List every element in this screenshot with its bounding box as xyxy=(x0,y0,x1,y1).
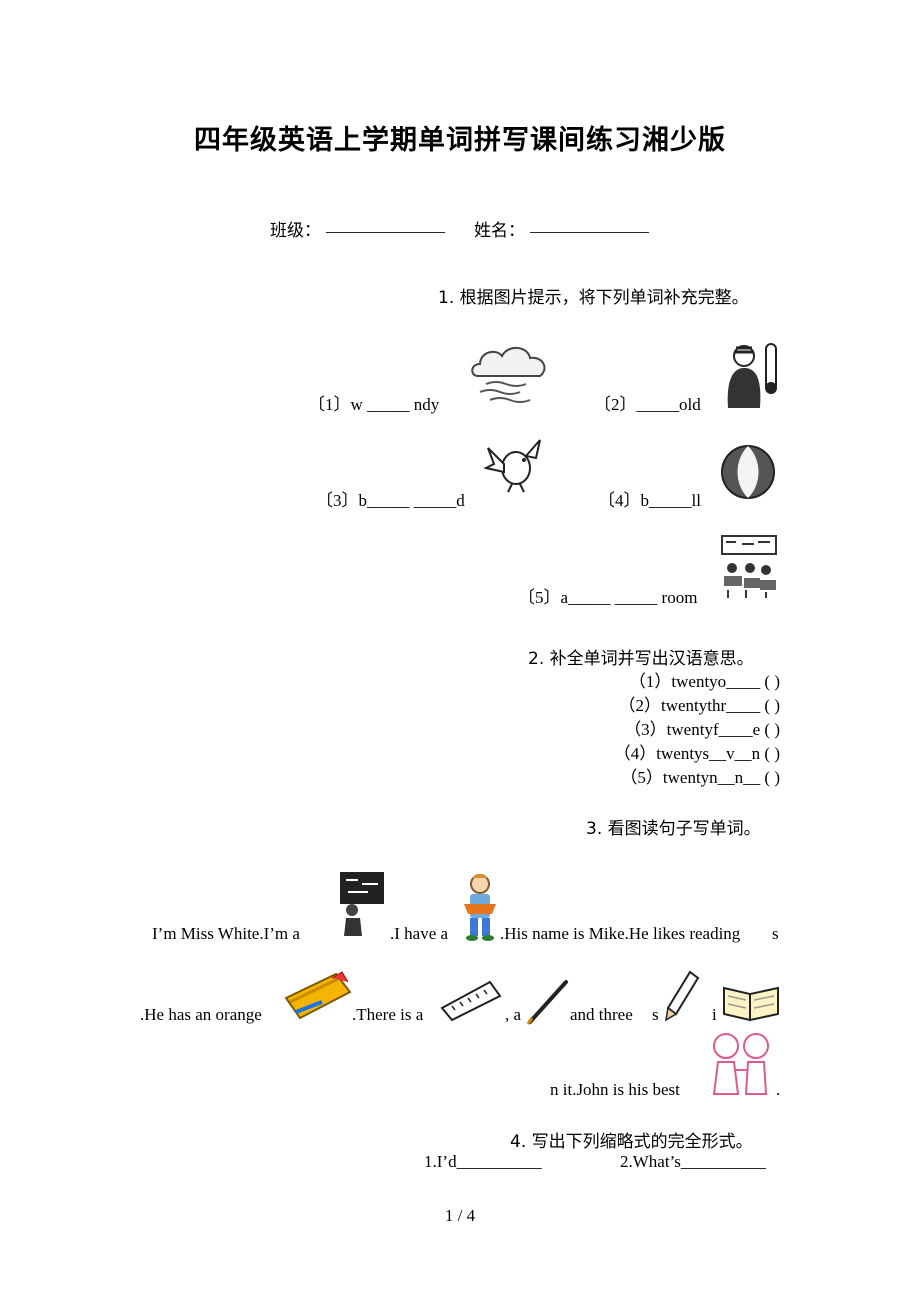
boy-reading-icon xyxy=(458,872,502,942)
q1-heading: 1. 根据图片提示，将下列单词补充完整。 xyxy=(438,288,749,308)
classroom-icon xyxy=(718,532,780,600)
q1-item-1: 〔1〕w _____ ndy xyxy=(308,395,440,414)
class-label: 班级： xyxy=(270,221,321,241)
bird-icon xyxy=(484,434,546,496)
cold-person-icon xyxy=(722,338,784,410)
q3-line3-text-b: . xyxy=(776,1080,781,1099)
name-label: 姓名： xyxy=(474,221,525,241)
q1-item-5: 〔5〕a_____ _____ room xyxy=(518,588,698,607)
book-icon xyxy=(720,976,782,1024)
q1-item-3: 〔3〕b_____ _____d xyxy=(316,491,465,510)
q1-item-2: 〔2〕_____old xyxy=(594,395,701,414)
q2-item-4: （4）twentys__v__n ( ) xyxy=(613,744,780,763)
name-blank[interactable]: ______________ xyxy=(530,216,649,235)
q3-line2-text-d: and three xyxy=(570,1005,633,1024)
ruler-icon xyxy=(440,978,502,1022)
q3-heading: 3. 看图读句子写单词。 xyxy=(586,819,761,839)
q3-line3-text-a: n it.John is his best xyxy=(550,1080,680,1099)
q3-line2-text-c: , a xyxy=(505,1005,522,1024)
pen-icon xyxy=(524,976,572,1026)
q1-item-4: 〔4〕b_____ll xyxy=(598,491,701,510)
q3-line2-text-a: .He has an orange xyxy=(140,1005,262,1024)
q4-item-2: 2.What’s__________ xyxy=(620,1152,766,1171)
q3-line2-text-f: i xyxy=(712,1005,717,1024)
q2-item-3: （3）twentyf____e ( ) xyxy=(624,720,780,739)
q3-line1-text-b: .I have a xyxy=(390,924,449,943)
q3-line1-text-c: .His name is Mike.He likes reading xyxy=(500,924,741,943)
q3-line1-text-a: I’m Miss White.I’m a xyxy=(152,924,300,943)
q3-line2-text-b: .There is a xyxy=(352,1005,424,1024)
q2-item-1: （1）twentyo____ ( ) xyxy=(628,672,780,691)
q4-item-1: 1.I’d__________ xyxy=(424,1152,542,1171)
pencil-case-icon xyxy=(282,968,354,1024)
q3-line1-text-d: s xyxy=(772,924,779,943)
q3-line2-text-e: s xyxy=(652,1005,659,1024)
q2-item-2: （2）twentythr____ ( ) xyxy=(618,696,780,715)
q2-heading: 2. 补全单词并写出汉语意思。 xyxy=(528,649,754,669)
class-blank[interactable]: ______________ xyxy=(326,216,445,235)
q2-item-5: （5）twentyn__n__ ( ) xyxy=(620,768,780,787)
ball-icon xyxy=(718,442,780,502)
page-number: 1 / 4 xyxy=(444,1206,476,1225)
teacher-icon xyxy=(336,870,386,938)
q4-heading: 4. 写出下列缩略式的完全形式。 xyxy=(510,1132,753,1152)
pencil-icon xyxy=(660,966,702,1022)
page-title: 四年级英语上学期单词拼写课间练习湘少版 xyxy=(194,125,726,156)
windy-cloud-icon xyxy=(466,338,554,410)
friends-icon xyxy=(704,1028,778,1096)
